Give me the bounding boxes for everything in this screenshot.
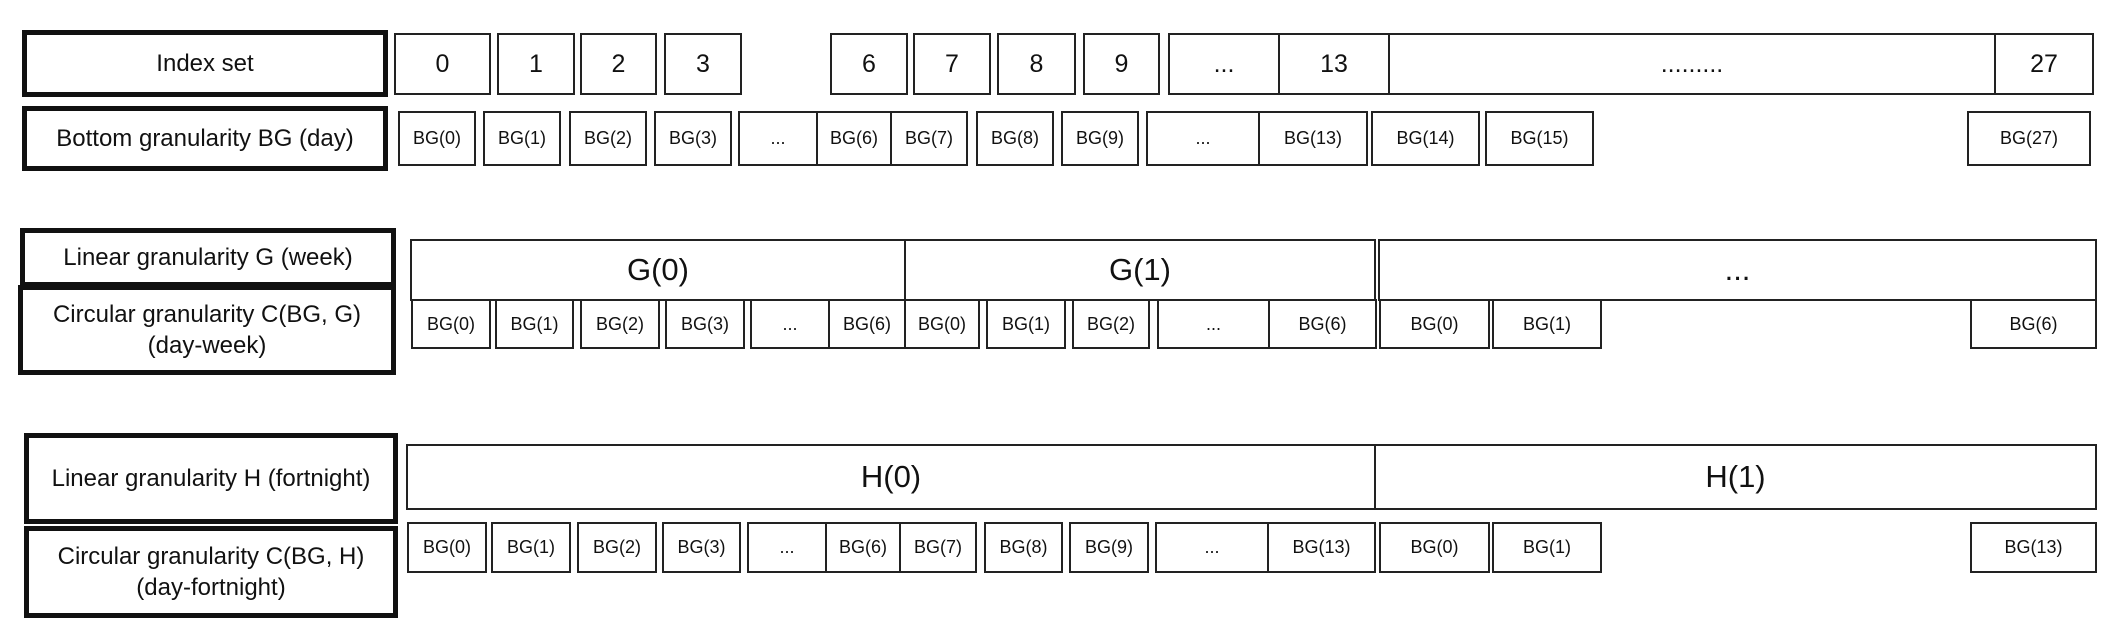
- bottom-granularity-cell: BG(2): [569, 111, 647, 166]
- bottom-granularity-cell: BG(15): [1485, 111, 1594, 166]
- bottom-granularity-cell: BG(9): [1061, 111, 1139, 166]
- bottom-granularity-cell: BG(3): [654, 111, 732, 166]
- circular-h-cell: BG(1): [1492, 522, 1602, 573]
- bottom-granularity-cell: BG(1): [483, 111, 561, 166]
- index-cell: .........: [1388, 33, 1996, 95]
- circular-g-cell: BG(6): [1268, 299, 1377, 349]
- circular-h-cell: BG(13): [1970, 522, 2097, 573]
- circular-g-cell: BG(1): [1492, 299, 1602, 349]
- label-bottom-granularity: Bottom granularity BG (day): [22, 106, 388, 171]
- circular-g-cell: BG(0): [411, 299, 491, 349]
- label-linear-granularity-g: Linear granularity G (week): [20, 228, 396, 287]
- index-cell: 0: [394, 33, 491, 95]
- circular-g-cell: BG(2): [1072, 299, 1150, 349]
- circular-h-cell: ...: [1155, 522, 1269, 573]
- bottom-granularity-cell: BG(8): [976, 111, 1054, 166]
- circular-h-cell: BG(13): [1267, 522, 1376, 573]
- linear-g-cell: G(0): [410, 239, 906, 301]
- circular-g-cell: ...: [1157, 299, 1270, 349]
- index-cell: 13: [1278, 33, 1390, 95]
- label-circular-h-line1: Circular granularity C(BG, H): [57, 543, 365, 570]
- circular-g-cell: BG(1): [986, 299, 1066, 349]
- bottom-granularity-cell: BG(14): [1371, 111, 1480, 166]
- linear-h-cell: H(0): [406, 444, 1376, 510]
- index-cell: 7: [913, 33, 991, 95]
- bottom-granularity-cell: BG(7): [890, 111, 968, 166]
- linear-h-cell: H(1): [1374, 444, 2097, 510]
- bottom-granularity-cell: BG(0): [398, 111, 476, 166]
- circular-h-cell: BG(9): [1069, 522, 1149, 573]
- circular-g-cell: BG(6): [828, 299, 906, 349]
- circular-h-cell: BG(1): [491, 522, 571, 573]
- label-circular-g-line1: Circular granularity C(BG, G): [52, 301, 362, 328]
- bottom-granularity-cell: ...: [738, 111, 818, 166]
- bottom-granularity-cell: ...: [1146, 111, 1260, 166]
- label-index-set: Index set: [22, 30, 388, 97]
- circular-h-cell: BG(3): [662, 522, 741, 573]
- label-circular-h-line2: (day-fortnight): [136, 574, 286, 601]
- linear-g-cell: ...: [1378, 239, 2097, 301]
- index-cell: 8: [997, 33, 1076, 95]
- circular-g-cell: BG(0): [904, 299, 980, 349]
- index-cell: 27: [1994, 33, 2094, 95]
- circular-h-cell: ...: [747, 522, 827, 573]
- circular-h-cell: BG(0): [407, 522, 487, 573]
- circular-h-cell: BG(7): [899, 522, 977, 573]
- label-linear-granularity-h: Linear granularity H (fortnight): [24, 433, 398, 524]
- bottom-granularity-cell: BG(13): [1258, 111, 1368, 166]
- circular-g-cell: BG(0): [1379, 299, 1490, 349]
- circular-h-cell: BG(0): [1379, 522, 1490, 573]
- index-cell: 2: [580, 33, 657, 95]
- circular-h-cell: BG(2): [577, 522, 657, 573]
- circular-g-cell: BG(2): [580, 299, 660, 349]
- bottom-granularity-cell: BG(27): [1967, 111, 2091, 166]
- label-circular-granularity-h: Circular granularity C(BG, H) (day-fortn…: [24, 526, 398, 618]
- label-circular-granularity-g: Circular granularity C(BG, G) (day-week): [18, 285, 396, 375]
- linear-g-cell: G(1): [904, 239, 1376, 301]
- circular-g-cell: BG(3): [665, 299, 745, 349]
- index-cell: 3: [664, 33, 742, 95]
- bottom-granularity-cell: BG(6): [816, 111, 892, 166]
- circular-g-cell: ...: [750, 299, 830, 349]
- index-cell: ...: [1168, 33, 1280, 95]
- index-cell: 9: [1083, 33, 1160, 95]
- index-cell: 6: [830, 33, 908, 95]
- index-cell: 1: [497, 33, 575, 95]
- circular-h-cell: BG(8): [984, 522, 1063, 573]
- circular-h-cell: BG(6): [825, 522, 901, 573]
- circular-g-cell: BG(1): [495, 299, 574, 349]
- circular-g-cell: BG(6): [1970, 299, 2097, 349]
- label-circular-g-line2: (day-week): [147, 332, 267, 359]
